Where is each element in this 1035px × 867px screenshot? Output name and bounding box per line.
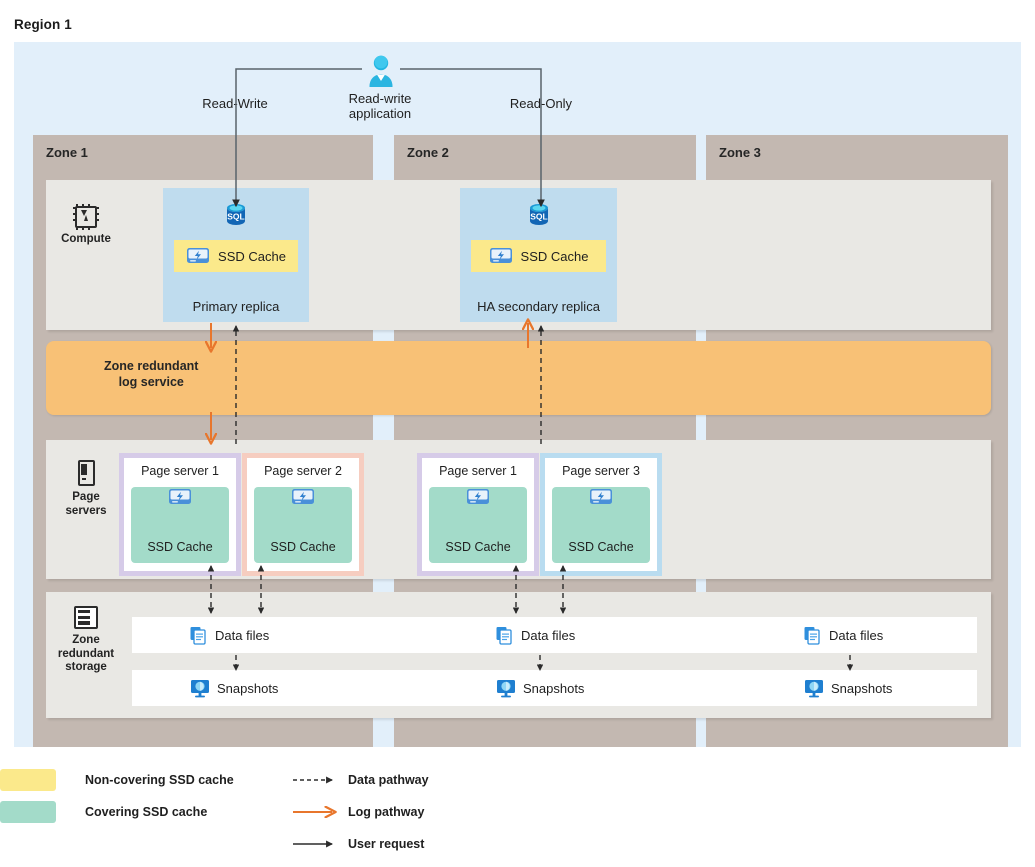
snapshots-label: Snapshots bbox=[831, 680, 893, 696]
read-write-application-label: Read-write application bbox=[330, 91, 430, 121]
compute-tier-label: Compute bbox=[61, 233, 111, 245]
zone-1-label: Zone 1 bbox=[46, 145, 88, 160]
user-icon bbox=[366, 54, 396, 88]
read-write-label: Read-Write bbox=[202, 96, 268, 111]
page-servers-tier-label-line1: Page bbox=[72, 491, 100, 503]
storage-tier-label-line1: Zone bbox=[72, 634, 100, 646]
data-files-row: Data files Data files Data files bbox=[132, 617, 977, 653]
data-files-icon bbox=[190, 626, 208, 645]
page-server-title: Page server 1 bbox=[141, 464, 219, 478]
zone-1-header: Zone 1 bbox=[33, 135, 373, 172]
compute-tier-side: Compute bbox=[46, 204, 126, 247]
legend-swatch-non-covering bbox=[0, 769, 56, 791]
page-server-cache-label: SSD Cache bbox=[147, 540, 213, 554]
zone-3-header: Zone 3 bbox=[706, 135, 1008, 172]
svg-text:SQL: SQL bbox=[227, 212, 244, 222]
zone-2-header: Zone 2 bbox=[394, 135, 696, 172]
storage-stack-icon bbox=[74, 606, 98, 629]
ssd-drive-icon bbox=[168, 489, 192, 511]
region-title: Region 1 bbox=[14, 17, 72, 32]
page-server-cache-label: SSD Cache bbox=[445, 540, 511, 554]
ssd-drive-icon bbox=[291, 489, 315, 511]
page-server-ssd-cache: SSD Cache bbox=[552, 487, 650, 563]
page-server-card-zone2-1[interactable]: Page server 1 SSD Cache bbox=[417, 453, 539, 576]
actor-label-line1: Read-write bbox=[348, 91, 412, 106]
data-files-cell[interactable]: Data files bbox=[804, 617, 883, 653]
data-files-label: Data files bbox=[215, 627, 270, 643]
page-server-card-zone1-1[interactable]: Page server 1 SSD Cache bbox=[119, 453, 241, 576]
data-files-label: Data files bbox=[829, 627, 884, 643]
page-server-cache-label: SSD Cache bbox=[568, 540, 634, 554]
page-server-ssd-cache: SSD Cache bbox=[254, 487, 352, 563]
ssd-drive-icon bbox=[589, 489, 613, 511]
ssd-drive-icon bbox=[489, 246, 513, 266]
zone-3-label: Zone 3 bbox=[719, 145, 761, 160]
log-service-label: Zone redundant log service bbox=[104, 358, 198, 390]
snapshots-row: Snapshots Snapshots Snapshots bbox=[132, 670, 977, 706]
page-server-ssd-cache: SSD Cache bbox=[131, 487, 229, 563]
log-service-label-line2: log service bbox=[118, 375, 184, 389]
legend-label-log-pathway: Log pathway bbox=[348, 805, 425, 819]
zone-2-label: Zone 2 bbox=[407, 145, 449, 160]
chip-icon bbox=[73, 204, 99, 230]
zone-redundant-log-service[interactable]: Zone redundant log service bbox=[46, 341, 991, 415]
snapshots-label: Snapshots bbox=[523, 680, 585, 696]
read-only-label: Read-Only bbox=[509, 96, 573, 111]
ha-replica-ssd-cache: SSD Cache bbox=[471, 240, 606, 272]
snapshots-icon bbox=[804, 679, 824, 698]
page-server-title: Page server 2 bbox=[264, 464, 342, 478]
data-files-cell[interactable]: Data files bbox=[496, 617, 575, 653]
storage-tier-label-line2: redundant bbox=[57, 647, 115, 660]
storage-tier-side: Zone redundant storage bbox=[46, 606, 126, 675]
snapshots-icon bbox=[496, 679, 516, 698]
legend-label-user-request: User request bbox=[348, 837, 425, 851]
snapshots-label: Snapshots bbox=[217, 680, 279, 696]
device-icon bbox=[77, 460, 95, 486]
data-files-icon bbox=[496, 626, 514, 645]
legend-label-data-pathway: Data pathway bbox=[348, 773, 429, 787]
ha-secondary-replica-card[interactable]: SQL SSD Cache HA secondary replica bbox=[460, 188, 617, 322]
ssd-drive-icon bbox=[186, 246, 210, 266]
page-server-cache-label: SSD Cache bbox=[270, 540, 336, 554]
data-files-label: Data files bbox=[521, 627, 576, 643]
page-server-ssd-cache: SSD Cache bbox=[429, 487, 527, 563]
legend-arrow-glyphs bbox=[293, 776, 350, 848]
log-service-label-line1: Zone redundant bbox=[104, 359, 199, 373]
data-files-cell[interactable]: Data files bbox=[190, 617, 269, 653]
svg-text:SQL: SQL bbox=[530, 212, 547, 222]
legend-label-covering: Covering SSD cache bbox=[85, 805, 208, 819]
snapshots-cell[interactable]: Snapshots bbox=[190, 670, 278, 706]
page-server-title: Page server 3 bbox=[562, 464, 640, 478]
data-files-icon bbox=[804, 626, 822, 645]
primary-replica-name: Primary replica bbox=[192, 299, 280, 314]
snapshots-icon bbox=[190, 679, 210, 698]
page-server-card-zone1-2[interactable]: Page server 2 SSD Cache bbox=[242, 453, 364, 576]
page-servers-tier-side: Page servers bbox=[46, 460, 126, 518]
ha-replica-cache-label: SSD Cache bbox=[520, 248, 589, 264]
page-server-title: Page server 1 bbox=[439, 464, 517, 478]
primary-replica-ssd-cache: SSD Cache bbox=[174, 240, 298, 272]
storage-tier-label-line3: storage bbox=[65, 661, 107, 673]
ha-replica-name: HA secondary replica bbox=[477, 299, 600, 314]
actor-label-line2: application bbox=[348, 106, 412, 121]
snapshots-cell[interactable]: Snapshots bbox=[804, 670, 892, 706]
page-servers-tier-label-line2: servers bbox=[65, 504, 107, 517]
legend-swatch-covering bbox=[0, 801, 56, 823]
primary-replica-card[interactable]: SQL SSD Cache Primary replica bbox=[163, 188, 309, 322]
primary-replica-cache-label: SSD Cache bbox=[218, 248, 286, 264]
sql-database-icon: SQL bbox=[525, 202, 553, 232]
page-server-card-zone2-3[interactable]: Page server 3 SSD Cache bbox=[540, 453, 662, 576]
sql-database-icon: SQL bbox=[222, 202, 250, 232]
ssd-drive-icon bbox=[466, 489, 490, 511]
legend-label-non-covering: Non-covering SSD cache bbox=[85, 773, 234, 787]
snapshots-cell[interactable]: Snapshots bbox=[496, 670, 584, 706]
